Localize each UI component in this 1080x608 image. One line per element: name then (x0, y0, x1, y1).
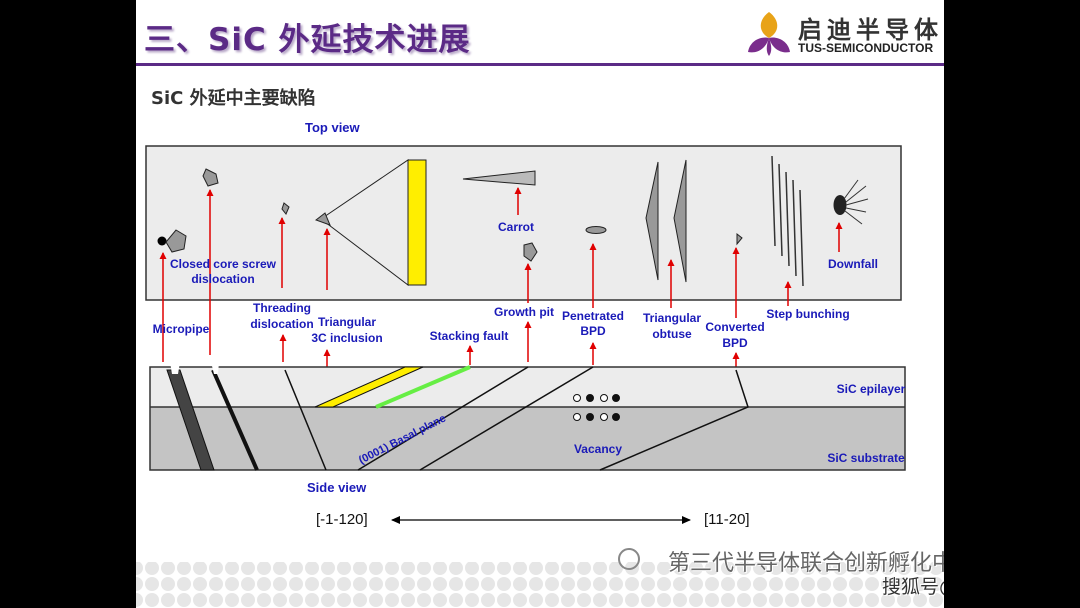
converted-bpd-side (599, 369, 749, 471)
label-penetrated-bpd-2: BPD (580, 324, 606, 338)
sic-defect-diagram: Top view (136, 120, 944, 608)
micropipe-opening (170, 362, 180, 374)
threading-dislocation-side (284, 369, 327, 471)
growth-pit-shape (523, 242, 538, 262)
closed-core-screw-shape (202, 168, 219, 187)
screw-dislocation-side (211, 369, 259, 471)
label-threading-1: Threading (253, 301, 311, 315)
penetrated-bpd-shape (585, 226, 607, 234)
downfall-shape (833, 179, 869, 225)
label-substrate: SiC substrate (827, 451, 905, 465)
top-view-panel (145, 145, 902, 301)
label-downfall: Downfall (828, 257, 878, 271)
penetrated-bpd-side (419, 366, 594, 471)
label-vacancy: Vacancy (574, 442, 622, 456)
label-penetrated-bpd-1: Penetrated (562, 309, 624, 323)
label-epilayer: SiC epilayer (837, 382, 906, 396)
direction-right: [11-20] (704, 511, 750, 528)
label-triangular-obtuse-2: obtuse (652, 327, 692, 341)
converted-bpd-shape (736, 232, 743, 246)
threading-dislocation-shape (281, 202, 290, 215)
wechat-icon (618, 548, 640, 570)
watermark-line-2: 搜狐号@智芯咨询 (882, 576, 944, 598)
side-view-panel (149, 366, 906, 471)
label-closed-core-2: dislocation (191, 272, 254, 286)
slide: 三、SiC 外延技术进展 启迪半导体 TUS-SEMICONDUCTOR SiC… (136, 0, 944, 608)
decorative-dot-strip (136, 562, 944, 608)
label-converted-bpd-2: BPD (722, 336, 748, 350)
triangular-3c-inclusion-shape (314, 159, 427, 287)
side-view-label: Side view (307, 480, 367, 495)
label-growth-pit: Growth pit (494, 305, 554, 319)
label-stacking-fault: Stacking fault (430, 329, 509, 343)
top-view-label: Top view (305, 120, 361, 135)
logo-chinese-name: 启迪半导体 (798, 16, 943, 44)
label-threading-2: dislocation (250, 317, 313, 331)
section-subtitle: SiC 外延中主要缺陷 (151, 88, 316, 109)
triangular-obtuse-shape (645, 159, 687, 283)
watermark-line-1: 第三代半导体联合创新孵化中心 (668, 551, 944, 576)
stacking-fault-side (375, 365, 471, 409)
screw-dislocation-opening (211, 362, 219, 374)
label-converted-bpd-1: Converted (705, 320, 764, 334)
label-step-bunching: Step bunching (766, 307, 849, 321)
vacancy-atoms (573, 394, 620, 421)
micropipe-top-shape (157, 229, 187, 253)
basal-plane-line (357, 366, 529, 471)
label-carrot: Carrot (498, 220, 534, 234)
slide-title: 三、SiC 外延技术进展 (144, 22, 471, 58)
triangular-3c-side (314, 366, 424, 408)
direction-left: [-1-120] (316, 511, 368, 528)
label-triangular-3c-1: Triangular (318, 315, 376, 329)
label-triangular-obtuse-1: Triangular (643, 311, 701, 325)
label-triangular-3c-2: 3C inclusion (311, 331, 382, 345)
title-rule (136, 63, 944, 66)
label-closed-core-1: Closed core screw (170, 257, 277, 271)
label-micropipe: Micropipe (153, 322, 210, 336)
step-bunching-shape (771, 155, 804, 287)
tus-logo-icon (748, 12, 790, 56)
logo-english-name: TUS-SEMICONDUCTOR (798, 41, 934, 55)
carrot-shape (462, 170, 536, 186)
